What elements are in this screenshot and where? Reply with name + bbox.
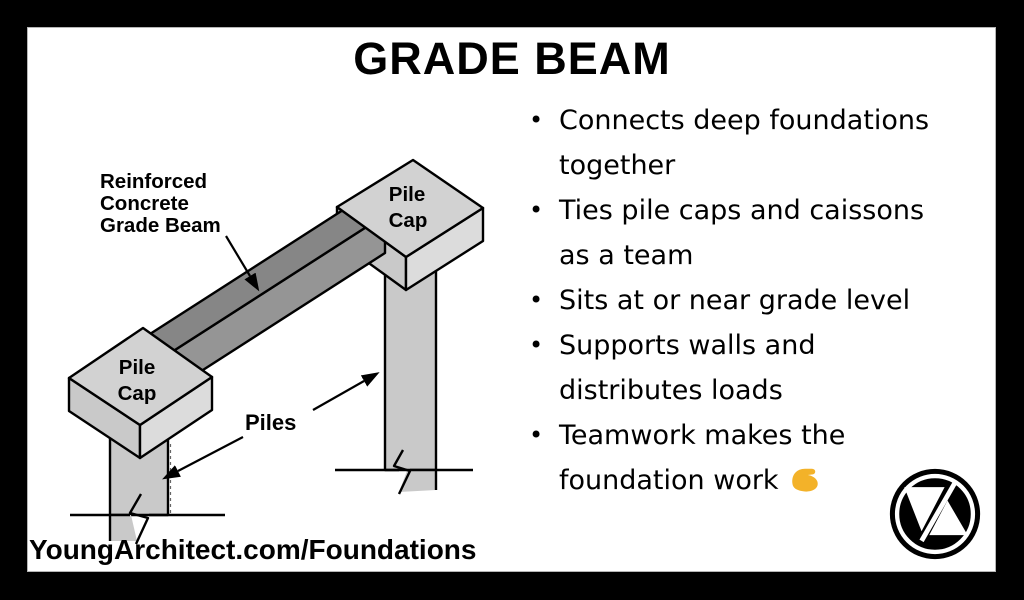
bullet-line: distributes loads	[559, 375, 783, 406]
footer-url: YoungArchitect.com/Foundations	[29, 534, 477, 565]
bullet-line: Sits at or near grade level	[559, 285, 911, 316]
bullet-item: • Sits at or near grade level	[527, 278, 987, 323]
bullet-dot: •	[529, 286, 544, 314]
flexed-biceps-icon	[791, 468, 818, 492]
bullet-line: Teamwork makes the	[559, 420, 846, 451]
break-line-right	[392, 449, 412, 495]
pile-cap-label: Cap	[389, 209, 428, 232]
grade-beam-label: Concrete	[100, 192, 189, 215]
bullet-dot: •	[529, 331, 544, 359]
piles-arrow-left	[162, 436, 244, 480]
bullet-line: Connects deep foundations	[559, 105, 930, 136]
bullet-dot: •	[529, 106, 544, 134]
young-architect-logo-icon	[889, 468, 981, 560]
bullet-line: as a team	[559, 240, 694, 271]
bullet-item: • Teamwork makes the foundation work	[527, 413, 987, 503]
bullet-dot: •	[529, 421, 544, 449]
left-pile-cap: Pile Cap	[67, 326, 214, 460]
pile-cap-label: Pile	[389, 183, 425, 206]
grade-beam-arrow	[225, 235, 260, 292]
bullet-line: Supports walls and	[559, 330, 816, 361]
page-title: GRADE BEAM	[353, 33, 671, 84]
grade-beam-diagram: Pile Cap Pile Cap Reinforced Concrete Gr…	[67, 158, 485, 545]
diagram-labels: Reinforced Concrete Grade Beam Piles	[100, 170, 380, 480]
bullet-dot: •	[529, 196, 544, 224]
pile-cap-label: Pile	[119, 356, 155, 379]
piles-arrow-right	[312, 372, 380, 411]
bullet-item: • Connects deep foundations together	[527, 98, 987, 188]
bullet-item: • Ties pile caps and caissons as a team	[527, 188, 987, 278]
bullet-line: together	[559, 150, 676, 181]
bullet-list: • Connects deep foundations together • Ties …	[527, 98, 987, 503]
bullet-item: • Supports walls and distributes loads	[527, 323, 987, 413]
break-line-left	[128, 493, 150, 545]
pile-cap-label: Cap	[118, 382, 157, 405]
poster-card	[27, 27, 996, 572]
bullet-line: foundation work	[559, 458, 987, 503]
right-pile-cap: Pile Cap	[335, 158, 485, 259]
grade-beam-label: Reinforced	[100, 170, 207, 193]
piles-label: Piles	[245, 410, 296, 435]
bullet-line: Ties pile caps and caissons	[559, 195, 925, 226]
grade-beam-label: Grade Beam	[100, 214, 221, 237]
